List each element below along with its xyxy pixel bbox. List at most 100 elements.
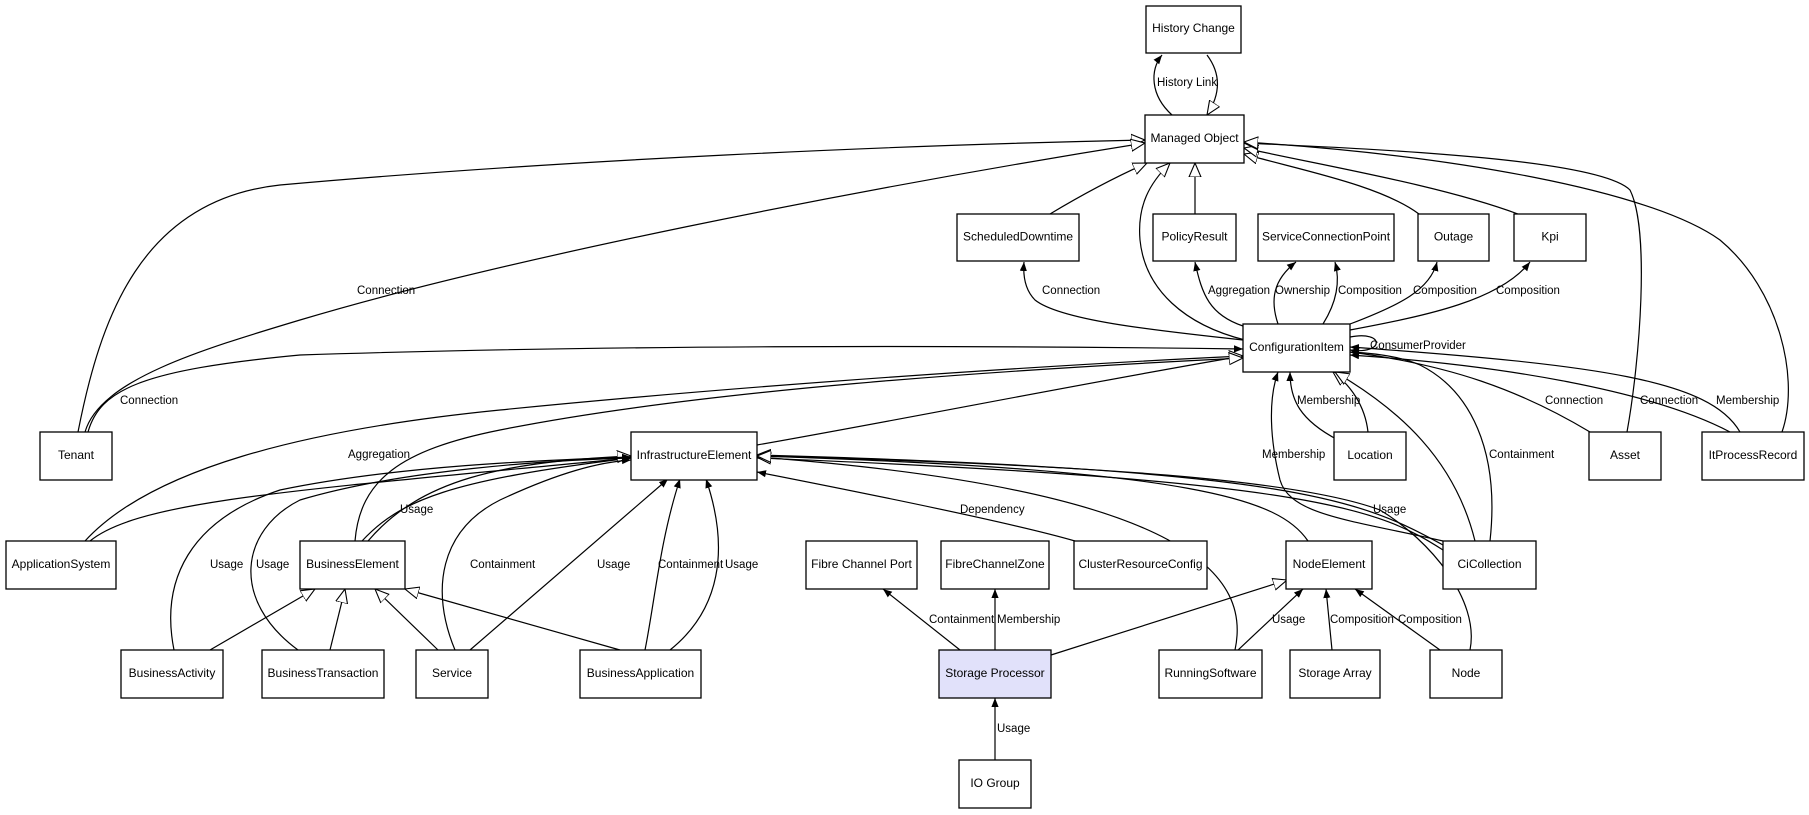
edge-label-ci-consumer-provider: ConsumerProvider [1370, 340, 1466, 352]
edge-service-inherits-be [375, 589, 439, 651]
edge-history-link: History Link [1153, 54, 1218, 115]
edge-cicollection-containment: Containment [1349, 348, 1555, 542]
edge-ci-outage-composition: Composition [1349, 261, 1477, 325]
edge-business-element-inherits-ci [354, 358, 1243, 542]
edge-io-group-usage: Usage [991, 698, 1030, 760]
node-label: BusinessTransaction [268, 666, 379, 680]
edge-label-ci-scheduled-connection: Connection [1042, 285, 1100, 297]
edge-label-ci-scp-composition: Composition [1338, 285, 1402, 297]
edge-label-ci-kpi-composition: Composition [1496, 285, 1560, 297]
node-it-process-record[interactable]: ItProcessRecord [1701, 431, 1805, 481]
node-label: Asset [1610, 448, 1641, 462]
edge-node-composition: Composition [1354, 588, 1462, 651]
edge-label-service-containment: Containment [470, 559, 536, 571]
node-application-system[interactable]: ApplicationSystem [5, 540, 117, 590]
node-node-element[interactable]: NodeElement [1285, 540, 1373, 590]
node-kpi[interactable]: Kpi [1513, 213, 1587, 262]
node-running-software[interactable]: RunningSoftware [1158, 649, 1263, 699]
edge-label-tenant-ci-connection: Connection [120, 395, 178, 407]
edge-tenant-ci-connection: Connection [87, 345, 1244, 433]
node-label: PolicyResult [1161, 230, 1228, 244]
node-label: Fibre Channel Port [811, 557, 912, 571]
node-tenant[interactable]: Tenant [39, 431, 113, 481]
edge-ci-scheduled-connection: Connection [1019, 261, 1244, 341]
edge-ci-scp-ownership: Ownership [1273, 261, 1330, 325]
node-label: ScheduledDowntime [963, 230, 1073, 244]
node-label: IO Group [970, 776, 1020, 790]
node-service[interactable]: Service [415, 649, 489, 699]
edge-business-activity-usage: Usage [170, 453, 632, 651]
edge-business-application-containment: Containment [644, 478, 724, 651]
edge-itpr-inherits-managed [1244, 142, 1789, 433]
edge-storage-processor-membership: Membership [991, 589, 1060, 650]
node-fibre-channel-zone[interactable]: FibreChannelZone [940, 540, 1050, 590]
node-managed-object[interactable]: Managed Object [1144, 114, 1245, 164]
node-ci-collection[interactable]: CiCollection [1442, 540, 1537, 590]
edge-cicollection-inherits-ci [1335, 372, 1476, 542]
edge-tenant-inherits-managed [77, 140, 1145, 433]
node-label: Service [432, 666, 472, 680]
edge-asset-inherits-managed [1244, 143, 1642, 433]
node-business-activity[interactable]: BusinessActivity [120, 649, 224, 699]
node-storage-array[interactable]: Storage Array [1289, 649, 1381, 699]
edge-label-appsys-aggregation: Aggregation [348, 449, 410, 461]
node-asset[interactable]: Asset [1588, 431, 1662, 481]
node-label: FibreChannelZone [945, 557, 1045, 571]
edge-label-business-application-usage: Usage [725, 559, 758, 571]
edge-node-element-inherits-infra [757, 456, 1309, 542]
node-cluster-resource-config[interactable]: ClusterResourceConfig [1073, 540, 1208, 590]
node-io-group[interactable]: IO Group [958, 759, 1032, 809]
node-history-change[interactable]: History Change [1145, 5, 1242, 54]
edge-label-business-application-containment: Containment [658, 559, 724, 571]
node-label: ConfigurationItem [1249, 340, 1344, 354]
edge-label-itpr-connection: Connection [1640, 395, 1698, 407]
node-scheduled-downtime[interactable]: ScheduledDowntime [956, 213, 1080, 262]
edge-service-usage: Usage [469, 478, 669, 651]
edge-tenant-connection-managed: Connection [84, 143, 1145, 433]
edge-ci-kpi-composition: Composition [1349, 261, 1560, 331]
edge-label-cluster-dependency: Dependency [960, 504, 1025, 516]
node-label: Storage Processor [945, 666, 1044, 680]
node-label: Location [1347, 448, 1392, 462]
edge-cicollection-membership: Membership [1262, 371, 1444, 542]
edge-label-io-group-usage: Usage [997, 723, 1030, 735]
edge-storage-array-composition: Composition [1323, 588, 1394, 651]
edge-business-transaction-inherits-be [329, 589, 345, 651]
edge-running-software-usage: Usage [1237, 588, 1305, 651]
edge-label-cicollection-membership: Membership [1262, 449, 1325, 461]
node-infrastructure-element[interactable]: InfrastructureElement [630, 431, 758, 481]
node-business-element[interactable]: BusinessElement [299, 540, 406, 590]
node-storage-processor[interactable]: Storage Processor [938, 649, 1052, 699]
node-label: Storage Array [1298, 666, 1371, 680]
edge-label-service-usage: Usage [597, 559, 630, 571]
node-label: Node [1452, 666, 1481, 680]
edge-business-application-usage: Usage [669, 478, 758, 651]
edge-label-history-link: History Link [1157, 77, 1217, 89]
edge-business-element-inherits-infra [367, 456, 631, 542]
edge-business-application-inherits-be [405, 589, 621, 651]
node-label: History Change [1152, 21, 1235, 35]
node-business-transaction[interactable]: BusinessTransaction [261, 649, 385, 699]
node-fibre-channel-port[interactable]: Fibre Channel Port [805, 540, 918, 590]
edge-label-ci-policy-aggregation: Aggregation [1208, 285, 1270, 297]
node-node[interactable]: Node [1429, 649, 1503, 699]
node-label: Managed Object [1150, 131, 1239, 145]
edge-cluster-dependency: Dependency [756, 470, 1076, 542]
node-label: NodeElement [1293, 557, 1366, 571]
edge-label-ci-scp-ownership: Ownership [1275, 285, 1330, 297]
node-policy-result[interactable]: PolicyResult [1152, 213, 1237, 262]
edge-itpr-ci-connection: Connection [1349, 352, 1731, 433]
node-service-connection-point[interactable]: ServiceConnectionPoint [1257, 213, 1395, 262]
edge-service-containment: Containment [441, 456, 632, 651]
edge-business-activity-inherits-be [209, 589, 315, 651]
node-outage[interactable]: Outage [1417, 213, 1490, 262]
edge-business-element-usage: Usage [361, 455, 632, 542]
node-configuration-item[interactable]: ConfigurationItem [1242, 323, 1351, 373]
edge-kpi-inherits-managed [1244, 148, 1519, 215]
edge-appsys-inherits-ci [84, 356, 1243, 542]
node-label: ItProcessRecord [1709, 448, 1798, 462]
edge-storage-processor-containment: Containment [882, 588, 995, 651]
edge-ci-scp-composition: Composition [1322, 261, 1402, 325]
node-location[interactable]: Location [1333, 431, 1407, 481]
node-business-application[interactable]: BusinessApplication [579, 649, 702, 699]
